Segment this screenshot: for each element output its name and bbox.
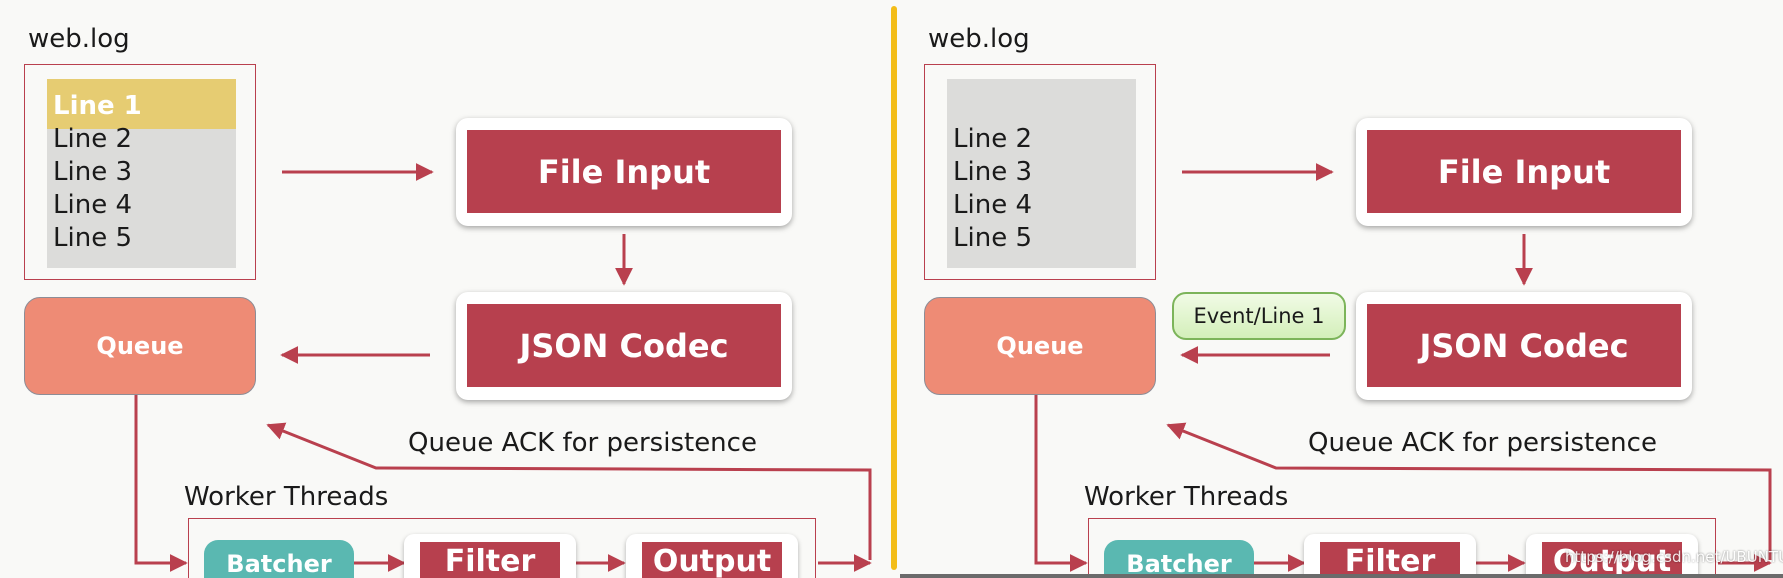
queue-box: Queue	[24, 297, 256, 395]
wires-right	[1034, 163, 1772, 572]
filter-stage: Filter	[1304, 534, 1476, 578]
filter-label: Filter	[420, 542, 560, 578]
queue-to-workers-line	[134, 395, 188, 572]
file-frame: Line 2 Line 3 Line 4 Line 5	[924, 64, 1156, 280]
json-codec-stage: JSON Codec	[1356, 292, 1692, 400]
queue-to-workers-line	[1034, 395, 1088, 572]
file-line-2: Line 2	[953, 124, 1032, 154]
bottom-edge-shade	[900, 574, 1783, 578]
file-body: Line 2 Line 3 Line 4 Line 5	[947, 79, 1136, 268]
file-line-5: Line 5	[953, 223, 1032, 253]
filter-stage: Filter	[404, 534, 576, 578]
file-title: web.log	[928, 24, 1030, 54]
ack-return-line	[266, 422, 872, 560]
worker-threads-frame	[188, 518, 816, 578]
file-line-4: Line 4	[953, 190, 1032, 220]
file-frame: Line 1 Line 2 Line 3 Line 4 Line 5	[24, 64, 256, 280]
file-title: web.log	[28, 24, 130, 54]
panel-divider	[891, 6, 897, 570]
file-line-3: Line 3	[953, 157, 1032, 187]
filter-label: Filter	[1320, 542, 1460, 578]
file-line-2: Line 2	[53, 124, 132, 154]
output-stage: Output	[1526, 534, 1698, 578]
worker-threads-title: Worker Threads	[184, 482, 389, 512]
json-codec-stage: JSON Codec	[456, 292, 792, 400]
file-input-stage: File Input	[456, 118, 792, 226]
worker-threads-frame	[1088, 518, 1716, 578]
file-input-label: File Input	[467, 130, 781, 213]
worker-threads-title: Worker Threads	[1084, 482, 1289, 512]
ack-return-line	[1166, 422, 1772, 560]
file-line-3: Line 3	[53, 157, 132, 187]
line-highlight	[47, 79, 236, 129]
output-stage: Output	[626, 534, 798, 578]
file-line-4: Line 4	[53, 190, 132, 220]
json-codec-label: JSON Codec	[1367, 304, 1681, 387]
file-line-5: Line 5	[53, 223, 132, 253]
panel-before: web.log Line 1 Line 2 Line 3 Line 4 Line…	[0, 0, 880, 578]
panel-after: web.log Line 2 Line 3 Line 4 Line 5 File…	[900, 0, 1783, 578]
output-label: Output	[1542, 542, 1682, 578]
output-label: Output	[642, 542, 782, 578]
wires-left	[134, 163, 872, 572]
ack-label: Queue ACK for persistence	[408, 428, 757, 458]
ack-label: Queue ACK for persistence	[1308, 428, 1657, 458]
batcher-box: Batcher	[1104, 540, 1254, 578]
event-token: Event/Line 1	[1172, 292, 1346, 340]
batcher-box: Batcher	[204, 540, 354, 578]
file-line-1: Line 1	[53, 91, 142, 121]
queue-box: Queue	[924, 297, 1156, 395]
json-codec-label: JSON Codec	[467, 304, 781, 387]
file-input-stage: File Input	[1356, 118, 1692, 226]
file-input-label: File Input	[1367, 130, 1681, 213]
watermark-text: https://blog.csdn.net/UBUNTU	[1565, 548, 1783, 566]
file-body: Line 1 Line 2 Line 3 Line 4 Line 5	[47, 79, 236, 268]
